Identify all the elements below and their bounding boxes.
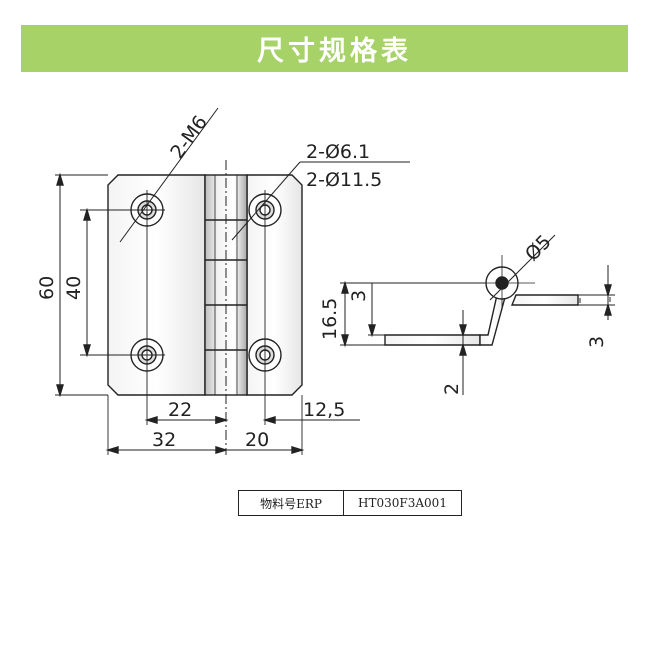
- dim-width-20-label: 20: [245, 429, 269, 451]
- banner-title: 尺寸规格表: [257, 36, 412, 67]
- dim-height-total-label: 60: [36, 276, 58, 300]
- dim-side-3-right-label: 3: [586, 336, 608, 348]
- spec-value-cell: HT030F3A001: [358, 496, 447, 510]
- dim-hole-large-label: 2-Ø11.5: [306, 169, 382, 191]
- leader-thread: [119, 107, 219, 243]
- hinge-front-view: [55, 107, 410, 455]
- spec-table: 物料号ERP HT030F3A001: [238, 490, 462, 516]
- hinge-side-view: [340, 234, 615, 395]
- dim-width-22-label: 22: [168, 399, 192, 421]
- dim-pin-dia-label: Ø5: [521, 231, 556, 266]
- dim-height-holes-label: 40: [63, 276, 85, 300]
- dim-thread-label: 2-M6: [166, 112, 212, 163]
- dim-width-32-label: 32: [152, 429, 176, 451]
- spec-label-cell: 物料号ERP: [239, 491, 344, 515]
- title-banner: 尺寸规格表: [21, 25, 628, 72]
- dim-hole-small-label: 2-Ø6.1: [306, 141, 370, 163]
- dim-side-height-label: 16.5: [319, 298, 341, 340]
- dim-side-2-label: 2: [441, 383, 463, 395]
- side-lower-leaf: [384, 334, 481, 346]
- side-upper-leaf: [510, 294, 579, 306]
- dim-side-3-left-label: 3: [348, 290, 370, 302]
- dim-width-12-5-label: 12,5: [303, 399, 345, 421]
